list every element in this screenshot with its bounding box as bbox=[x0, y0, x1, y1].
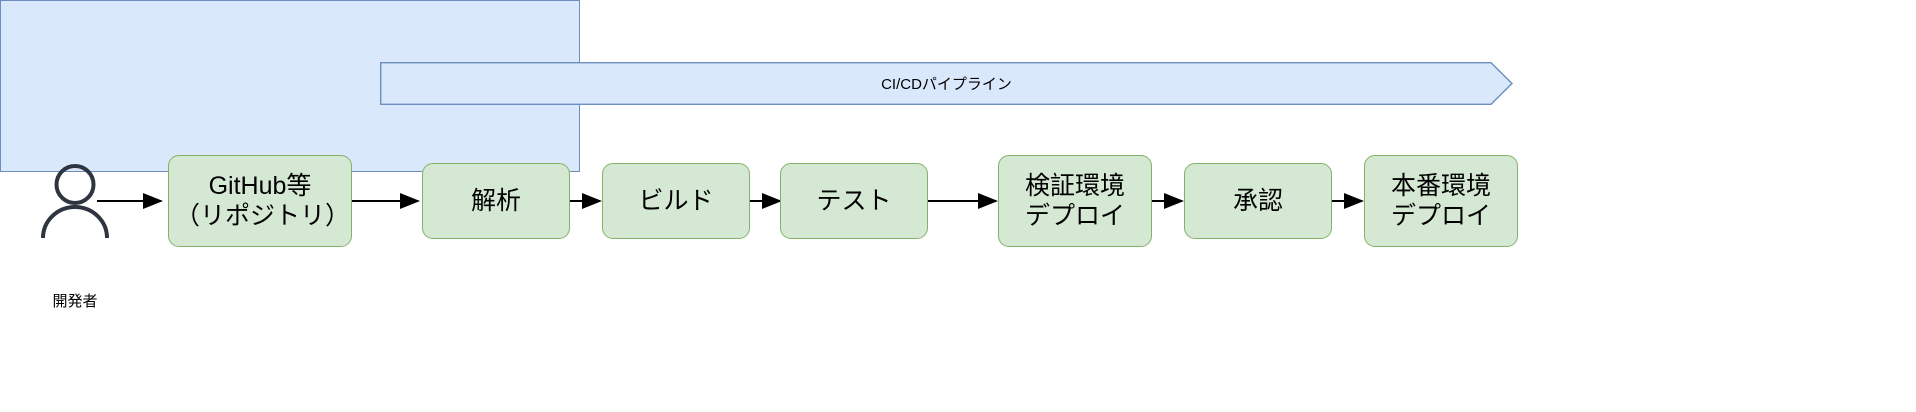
node-prod-deploy[interactable]: 本番環境 デプロイ bbox=[1364, 155, 1518, 247]
node-approve-label: 承認 bbox=[1232, 186, 1283, 215]
node-analyze-label: 解析 bbox=[470, 186, 521, 215]
user-icon bbox=[41, 164, 109, 239]
connector-repo-to-analyze bbox=[352, 190, 430, 212]
node-prod-deploy-label: 本番環境 デプロイ bbox=[1390, 171, 1491, 231]
connector-build-to-test bbox=[750, 190, 792, 212]
cicd-pipeline-banner[interactable]: CI/CDパイプライン bbox=[380, 62, 1513, 105]
cicd-banner-shape bbox=[380, 62, 1513, 105]
node-build[interactable]: ビルド bbox=[602, 163, 750, 239]
node-repo-label: GitHub等 （リポジトリ） bbox=[175, 171, 351, 231]
node-stage-deploy[interactable]: 検証環境 デプロイ bbox=[998, 155, 1152, 247]
node-test-label: テスト bbox=[816, 186, 892, 215]
node-test[interactable]: テスト bbox=[780, 163, 928, 239]
connector-test-to-stage-deploy bbox=[928, 190, 1008, 212]
cicd-banner-label: CI/CDパイプライン bbox=[881, 76, 1012, 93]
connector-stage-deploy-to-approve bbox=[1152, 190, 1194, 212]
node-approve[interactable]: 承認 bbox=[1184, 163, 1332, 239]
node-build-label: ビルド bbox=[638, 186, 714, 215]
node-stage-deploy-label: 検証環境 デプロイ bbox=[1024, 171, 1125, 231]
connector-analyze-to-build bbox=[570, 190, 612, 212]
connector-approve-to-prod-deploy bbox=[1332, 190, 1374, 212]
developer-actor-label: 開発者 bbox=[52, 293, 98, 310]
node-analyze[interactable]: 解析 bbox=[422, 163, 570, 239]
connector-actor-to-repo bbox=[97, 190, 173, 212]
node-repo[interactable]: GitHub等 （リポジトリ） bbox=[168, 155, 352, 247]
developer-actor[interactable] bbox=[38, 163, 112, 239]
